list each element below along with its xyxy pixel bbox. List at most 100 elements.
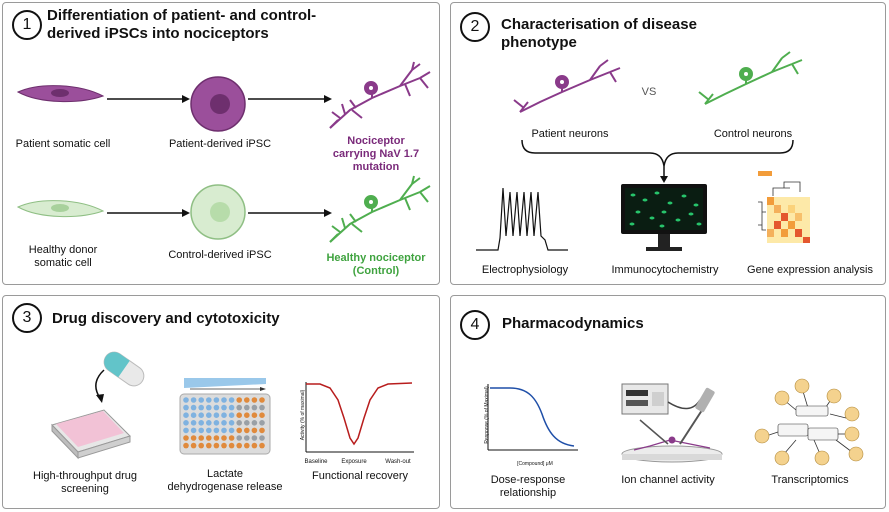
capsule-icon <box>103 351 145 387</box>
panel-number-1: 1 <box>12 10 42 40</box>
label-transcriptomics: Transcriptomics <box>771 474 849 486</box>
plate-well <box>213 442 220 449</box>
plate-well <box>206 420 212 426</box>
label-functional-recovery: Functional recovery <box>312 470 408 482</box>
plate-well <box>221 397 227 403</box>
plate-well <box>183 427 189 434</box>
plate-well <box>251 420 258 426</box>
dose-response-chart <box>487 384 578 451</box>
plate-well <box>228 427 235 434</box>
plate-well <box>190 412 197 419</box>
label-hts-1: High-throughput drug <box>33 470 137 482</box>
label-healthy-somatic-1: Healthy donor <box>28 244 98 256</box>
plate-well <box>221 412 227 419</box>
plate-well <box>244 404 250 411</box>
label-nociceptor-mutation-3: mutation <box>352 161 400 173</box>
panel-title-2a: Characterisation of disease <box>501 16 697 33</box>
plate-well <box>183 412 189 419</box>
plate-well <box>228 435 235 441</box>
plate-well <box>259 442 265 449</box>
plate-well <box>221 435 227 441</box>
label-patient-neurons: Patient neurons <box>531 128 609 140</box>
functional-recovery-curve <box>306 382 413 446</box>
tick-washout: Wash-out <box>385 459 411 465</box>
plate-well <box>259 420 265 426</box>
label-ion-channel: Ion channel activity <box>621 474 715 486</box>
patient-somatic-cell-icon <box>16 85 105 103</box>
plate-well <box>183 442 189 449</box>
plate-well <box>183 404 189 411</box>
plate-well <box>213 404 220 411</box>
electrophysiology-trace-icon <box>476 187 568 251</box>
plate-well <box>183 420 189 426</box>
label-electrophysiology: Electrophysiology <box>481 264 569 276</box>
plate-well <box>228 412 235 419</box>
plate-well <box>244 420 250 426</box>
plate-well <box>190 420 197 426</box>
plate-well <box>213 412 220 419</box>
plate-well <box>198 442 204 449</box>
plate-well <box>190 404 197 411</box>
plate-well <box>244 427 250 434</box>
label-nociceptor-mutation-1: Nociceptor <box>347 135 405 147</box>
plate-well <box>198 427 204 434</box>
panel-title-1: Differentiation of patient- and control-… <box>47 7 317 42</box>
label-dose-response-1: Dose-response <box>490 474 566 486</box>
control-neuron-icon <box>698 51 803 105</box>
plate-well <box>236 397 242 403</box>
plate-well <box>206 397 212 403</box>
label-healthy-nociceptor-2: (Control) <box>352 265 400 277</box>
plate-well <box>251 427 258 434</box>
plate-well <box>259 412 265 419</box>
axis-label-response: Response (% of Maximal) <box>484 386 490 444</box>
plate-well <box>206 427 212 434</box>
label-control-ipsc: Control-derived iPSC <box>168 249 272 261</box>
label-patient-somatic-cell: Patient somatic cell <box>15 138 111 150</box>
plate-well <box>228 397 235 403</box>
microscopy-monitor-icon <box>621 184 707 251</box>
plate-well <box>198 397 204 403</box>
panel-number-2: 2 <box>460 12 490 42</box>
plate-well <box>228 420 235 426</box>
patient-ipsc-icon <box>190 76 246 132</box>
axis-label-compound: [Compound] μM <box>517 461 553 467</box>
tick-exposure: Exposure <box>341 459 367 465</box>
plate-well <box>236 404 242 411</box>
plate-well <box>236 420 242 426</box>
plate-well <box>236 412 242 419</box>
control-ipsc-icon <box>190 184 246 240</box>
plate-well <box>236 442 242 449</box>
plate-well <box>259 397 265 403</box>
plate-well <box>190 435 197 441</box>
plate-well <box>198 420 204 426</box>
plate-well <box>213 420 220 426</box>
plate-well <box>213 397 220 403</box>
plate-well <box>198 435 204 441</box>
plate-well <box>206 435 212 441</box>
patient-neuron-icon <box>513 59 621 113</box>
label-dose-response-2: relationship <box>499 487 557 499</box>
plate-well <box>190 427 197 434</box>
label-gene-expression: Gene expression analysis <box>747 264 873 276</box>
healthy-somatic-cell-icon <box>16 200 105 218</box>
panel-number-3: 3 <box>12 303 42 333</box>
plate-well <box>221 404 227 411</box>
dose-response-curve <box>490 387 575 447</box>
plate-well <box>206 412 212 419</box>
label-healthy-nociceptor-1: Healthy nociceptor <box>326 252 426 264</box>
ldh-plate-icon <box>179 378 271 455</box>
plate-well <box>236 427 242 434</box>
plate-well <box>251 435 258 441</box>
plate-well <box>244 435 250 441</box>
plate-well <box>259 435 265 441</box>
label-vs: VS <box>641 86 657 98</box>
plate-well <box>244 397 250 403</box>
heatmap-icon <box>758 171 810 243</box>
plate-well <box>244 412 250 419</box>
plate-well <box>221 420 227 426</box>
plate-well <box>251 442 258 449</box>
label-control-neurons: Control neurons <box>713 128 793 140</box>
